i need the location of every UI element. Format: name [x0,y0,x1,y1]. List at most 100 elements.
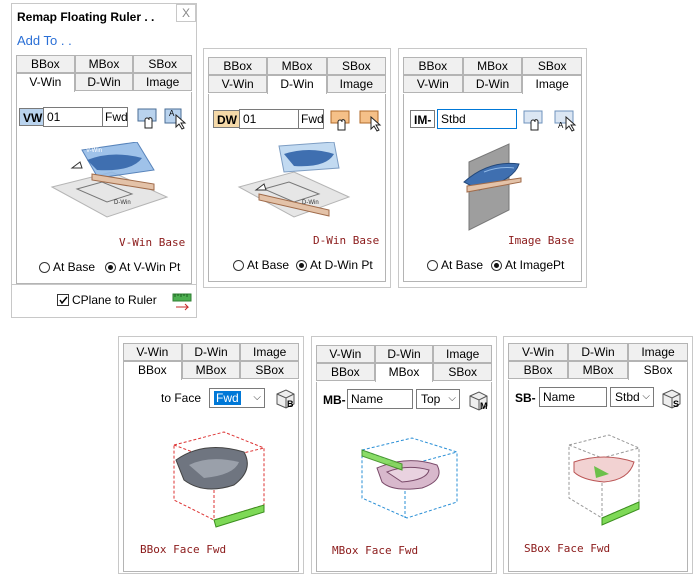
pick-hand-icon[interactable] [137,106,161,130]
pick-hand-icon[interactable] [330,108,354,132]
tab-sbox[interactable]: SBox [240,361,300,379]
icon-letter: M [480,401,488,411]
tab-mbox[interactable]: MBox [181,361,241,379]
tab-dwin[interactable]: D-Win [267,75,327,95]
dw-direction-input[interactable]: Fwd [298,109,324,129]
dwin-panel: BBox MBox SBox V-Win D-Win Image DW 01 F… [203,48,391,288]
tab-mbox[interactable]: MBox [267,57,327,75]
dwin-caption: D-Win Base [313,234,380,247]
tab-vwin[interactable]: V-Win [508,343,568,361]
tab-image[interactable]: Image [240,343,300,361]
tab-vwin[interactable]: V-Win [403,75,463,93]
add-to-link[interactable]: Add To . . [17,33,72,48]
tab-image[interactable]: Image [628,343,688,361]
mbox-illustration [361,437,458,519]
pick-arrow-icon[interactable]: A [554,108,578,132]
vw-radio-at-base[interactable]: At Base [39,260,95,274]
im-prefix: IM- [410,110,436,128]
vwin-illustration: V-Win D-Win [50,142,169,218]
bbox-face-dropdown[interactable]: Fwd ⌵ [209,388,265,408]
mbox-face-dropdown[interactable]: Top ⌵ [416,389,460,409]
cplane-checkbox[interactable]: CPlane to Ruler [57,293,157,307]
tab-vwin[interactable]: V-Win [316,345,375,363]
pick-arrow-icon[interactable]: A [164,106,188,130]
sbox-caption: SBox Face Fwd [524,542,611,555]
tab-bbox[interactable]: BBox [16,55,75,73]
im-radio-at-pt[interactable]: At ImagePt [491,258,564,272]
tab-sbox[interactable]: SBox [326,57,386,75]
radio-circle-selected[interactable] [296,259,307,271]
radio-circle-selected[interactable] [105,261,116,273]
tab-mbox[interactable]: MBox [374,363,434,383]
bbox-pick-icon[interactable]: B [274,386,298,410]
vw-name-input[interactable]: 01 [43,107,103,127]
tab-sbox[interactable]: SBox [133,55,193,73]
radio-circle[interactable] [39,261,50,273]
bbox-panel: V-Win D-Win Image BBox MBox SBox to Face… [118,336,304,574]
tab-bbox[interactable]: BBox [403,57,463,75]
sb-prefix: SB- [515,391,536,405]
im-radio-at-base[interactable]: At Base [427,258,483,272]
sbox-pick-icon[interactable]: S [660,386,684,410]
tab-vwin[interactable]: V-Win [123,343,182,361]
chevron-down-icon: ⌵ [448,393,456,404]
icon-letter: S [673,399,679,409]
cplane-ruler-icon[interactable] [172,290,194,312]
dwin-illustration: D-Win [237,142,351,218]
tab-sbox[interactable]: SBox [433,363,493,381]
thumb-label-vwin: V-Win [86,148,102,154]
tab-dwin[interactable]: D-Win [181,343,241,361]
tab-mbox[interactable]: MBox [74,55,134,73]
tab-mbox[interactable]: MBox [568,361,628,379]
pick-hand-icon[interactable] [523,108,547,132]
mb-name-input[interactable]: Name [347,389,413,409]
radio-label: At D-Win Pt [310,258,373,272]
radio-circle-selected[interactable] [491,259,502,271]
icon-letter: B [287,399,294,409]
tab-dwin[interactable]: D-Win [568,343,628,361]
tab-image[interactable]: Image [133,73,193,91]
dw-radio-at-pt[interactable]: At D-Win Pt [296,258,373,272]
bbox-illustration [173,431,265,528]
separator [12,284,196,285]
tab-vwin[interactable]: V-Win [16,73,75,93]
mbox-pick-icon[interactable]: M [467,388,491,412]
window-title: Remap Floating Ruler . . [17,10,155,24]
thumb-label-dwin: D-Win [302,200,319,206]
tab-bbox[interactable]: BBox [508,361,568,379]
tab-dwin[interactable]: D-Win [462,75,523,93]
dw-radio-at-base[interactable]: At Base [233,258,289,272]
checkbox-box[interactable] [57,294,69,306]
im-name-input[interactable]: Stbd [437,109,517,129]
cplane-label: CPlane to Ruler [72,293,157,307]
pick-arrow-icon[interactable] [359,108,383,132]
tab-image[interactable]: Image [433,345,493,363]
tab-bbox[interactable]: BBox [316,363,375,381]
sbox-panel: V-Win D-Win Image BBox MBox SBox SB- Nam… [503,336,693,574]
sbox-face-dropdown[interactable]: Stbd ⌵ [610,387,654,407]
svg-text:A: A [558,121,564,130]
chevron-down-icon: ⌵ [253,392,261,403]
to-face-label: to Face [161,391,202,405]
tab-vwin[interactable]: V-Win [208,75,268,93]
tab-bbox[interactable]: BBox [123,361,182,381]
tab-image[interactable]: Image [326,75,386,93]
image-panel: BBox MBox SBox V-Win D-Win Image IM- Stb… [398,48,587,288]
tab-sbox[interactable]: SBox [628,361,688,381]
tab-sbox[interactable]: SBox [522,57,583,75]
tab-bbox[interactable]: BBox [208,57,268,75]
close-button[interactable]: X [176,4,196,22]
tab-dwin[interactable]: D-Win [374,345,434,363]
sb-name-input[interactable]: Name [539,387,607,407]
dropdown-value: Stbd [615,390,640,404]
dw-name-input[interactable]: 01 [239,109,299,129]
radio-circle[interactable] [427,259,438,271]
tab-dwin[interactable]: D-Win [74,73,134,91]
radio-circle[interactable] [233,259,244,271]
svg-text:A: A [169,109,175,118]
tab-image[interactable]: Image [522,75,583,95]
bbox-caption: BBox Face Fwd [140,543,227,556]
vw-radio-at-pt[interactable]: At V-Win Pt [105,260,180,274]
vw-direction-input[interactable]: Fwd [102,107,128,127]
tab-mbox[interactable]: MBox [462,57,523,75]
